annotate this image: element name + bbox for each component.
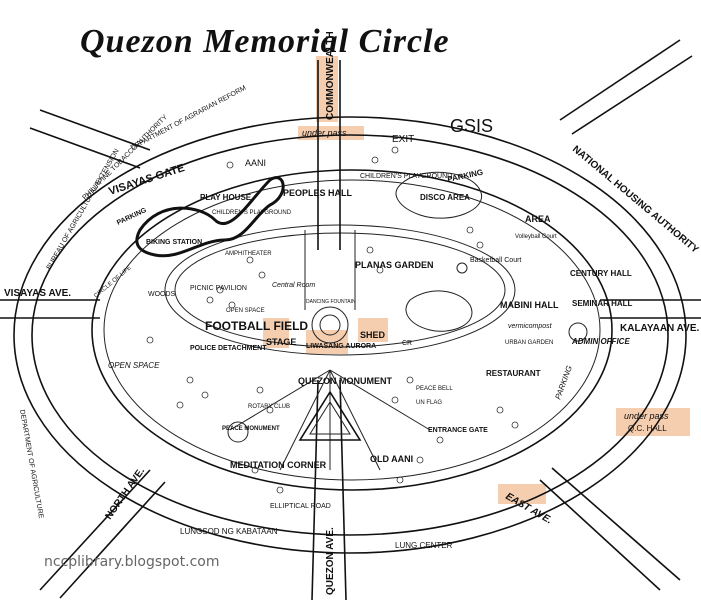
dept-agri-label: DEPARTMENT OF AGRICULTURE: [18, 409, 44, 519]
biking-station-label: BIKING STATION: [146, 239, 202, 246]
disco-area-shape: [395, 171, 483, 219]
watermark-text: nccplibrary.blogspot.com: [44, 554, 219, 570]
peace-monument-circle: [227, 421, 249, 443]
agrarian-label: DEPARTMENT OF AGRARIAN REFORM: [130, 85, 248, 152]
dancing-fountain-label: DANCING FOUNTAIN: [306, 299, 356, 305]
picnic-pavilion-label: PICNIC PAVILION: [190, 285, 247, 292]
football-field-label: FOOTBALL FIELD: [205, 319, 308, 333]
kalayaan-ave-label: KALAYAAN AVE.: [620, 323, 699, 334]
childrens-playground-label: CHILDREN'S PLAYGROUND: [360, 173, 452, 180]
basketball-label: Basketball Court: [470, 257, 521, 264]
north-ave-label: NORTH AVE.: [103, 466, 147, 522]
cr-label: CR: [402, 340, 412, 347]
monument-inner: [309, 401, 351, 435]
peace-monument-label: PEACE MONUMENT: [222, 426, 280, 432]
admin-office-label: ADMIN OFFICE: [571, 337, 630, 346]
fountain-inner: [319, 314, 341, 336]
woods-label: WOODS: [148, 291, 176, 298]
shed-label: SHED: [360, 330, 386, 340]
gsis-label: GSIS: [450, 116, 493, 136]
elliptical-road-label: ELLIPTICAL ROAD: [270, 503, 331, 510]
visayas-ave-road: [0, 299, 100, 319]
quezon-monument-label: QUEZON MONUMENT: [298, 376, 392, 386]
stage-label: STAGE: [266, 337, 296, 347]
lungsod-label: LUNGSOD NG KABATAAN: [180, 527, 278, 536]
bureau-label: BUREAU OF AGRICULTURAL EXTENSION: [46, 148, 121, 271]
visayas-ave-label: VISAYAS AVE.: [4, 288, 71, 299]
old-aani-label: OLD AANI: [370, 454, 413, 464]
circle-of-life-label: CIRCLE OF LIFE: [93, 265, 132, 299]
dancing-fountain-circle: [311, 306, 349, 344]
nha-label: NATIONAL HOUSING AUTHORITY: [570, 144, 701, 256]
tree-clusters: [146, 146, 519, 494]
quezon-ave-road: [311, 379, 347, 600]
volleyball-label: Volleyball Court: [515, 234, 557, 240]
biking-track: [135, 176, 285, 258]
visayas-diag-road: [29, 109, 151, 169]
planas-garden-label: PLANAS GARDEN: [355, 260, 434, 270]
peoples-hall-label: PEOPLES HALL: [283, 188, 353, 198]
admin-office-circle: [568, 322, 588, 342]
open-space-label: OPEN SPACE: [108, 361, 160, 370]
central-room-label: Central Room: [272, 282, 315, 289]
aani-label: AANI: [245, 158, 266, 168]
exit-label: EXIT: [392, 134, 414, 145]
urban-garden-label: URBAN GARDEN: [505, 340, 553, 346]
underpass-top-label: under pass: [302, 128, 347, 138]
rotary-club-label: ROTARY CLUB: [248, 404, 290, 410]
restaurant-label: RESTAURANT: [486, 369, 541, 378]
underpass-right-label: under pass: [624, 411, 669, 421]
meditation-corner-label: MEDITATION CORNER: [230, 460, 327, 470]
garden-pond: [405, 290, 473, 332]
elliptical-road-inner: [103, 179, 601, 481]
open-space-small-label: OPEN SPACE: [226, 308, 265, 314]
outer-road-ring: [13, 116, 687, 554]
childrens-playground-small-label: CHILDREN'S PLAYGROUND: [212, 210, 292, 216]
century-hall-label: CENTURY HALL: [570, 269, 632, 278]
basketball-ball: [456, 262, 468, 274]
vermicompost-label: vermicompost: [508, 323, 553, 330]
seminar-hall-label: SEMINAR HALL: [572, 299, 633, 308]
kalayaan-ave-road: [600, 299, 701, 319]
central-mall: [304, 230, 356, 310]
disco-area-label: DISCO AREA: [420, 193, 470, 202]
area-label: AREA: [525, 214, 551, 224]
police-detachment-label: POLICE DETACHMENT: [190, 345, 267, 352]
elliptical-road: [91, 169, 613, 491]
peace-bell-label: PEACE BELL: [416, 386, 453, 392]
amphitheater-label: AMPHITHEATER: [225, 251, 272, 257]
monument-radials: [229, 369, 431, 471]
mabini-hall-label: MABINI HALL: [500, 300, 559, 310]
commonwealth-road: [317, 60, 341, 250]
lung-center-label: LUNG CENTER: [395, 541, 453, 550]
liwasang-aurora-label: LIWASANG AURORA: [306, 343, 376, 350]
shed-highlight: [358, 318, 388, 342]
qc-hall-label: Q.C. HALL: [628, 424, 667, 433]
parking-right-label: PARKING: [553, 364, 574, 400]
quezon-ave-label: QUEZON AVE.: [325, 527, 336, 595]
quezon-monument-triangle: [298, 390, 362, 441]
commonwealth-highlight: [316, 56, 338, 122]
map-title: Quezon Memorial Circle: [80, 23, 450, 60]
commonwealth-label: COMMONWEALTH: [325, 31, 336, 120]
east-ave-road: [539, 467, 681, 591]
entrance-gate-label: ENTRANCE GATE: [428, 427, 488, 434]
outer-road-ring-inner: [31, 134, 669, 536]
un-flag-label: UN FLAG: [416, 400, 442, 406]
aurora-highlight: [306, 330, 348, 354]
play-house-label: PLAY HOUSE: [200, 193, 252, 202]
nha-road: [559, 39, 693, 135]
north-ave-road: [39, 469, 166, 599]
